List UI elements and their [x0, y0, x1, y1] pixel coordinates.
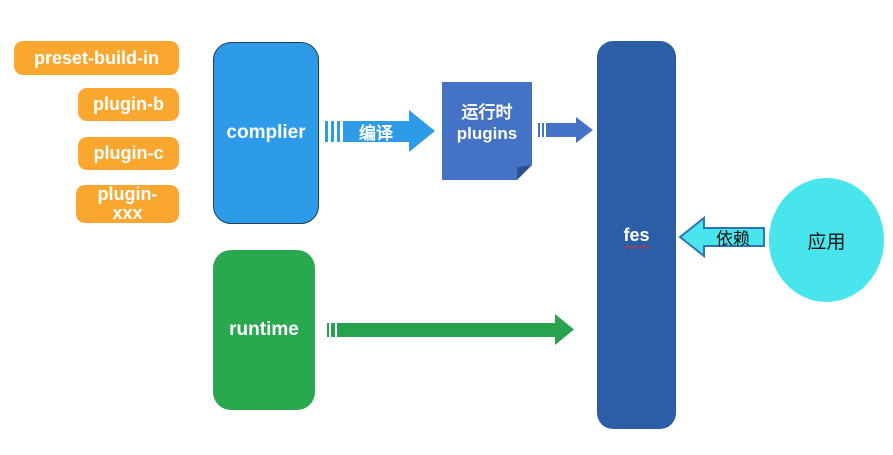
node-plugin-xxx: plugin-xxx: [76, 185, 179, 223]
node-runtime: runtime: [213, 250, 315, 410]
arrow-stripe: [538, 123, 540, 137]
arrow-stripe: [542, 123, 544, 137]
node-runtime-plugins-label-en: plugins: [456, 124, 518, 143]
node-plugin-b-label: plugin-b: [93, 94, 164, 114]
node-app: 应用: [769, 178, 884, 302]
node-complier-label: complier: [226, 122, 306, 143]
node-runtime-plugins-label-zh: 运行时: [461, 103, 513, 122]
arrow-compile: 编译: [325, 110, 435, 152]
arrow-runtime-to-fes: [327, 314, 574, 345]
arrow-compile-label: 编译: [359, 123, 393, 143]
node-preset-build-in: preset-build-in: [14, 41, 179, 75]
node-fes: fes: [597, 41, 676, 429]
arrow-right-head: [409, 110, 435, 152]
node-fes-label: fes: [623, 224, 650, 245]
arrow-depend: 依赖: [678, 215, 766, 259]
node-runtime-label: runtime: [229, 319, 299, 340]
left-block-arrow-shape: [678, 215, 765, 259]
arrow-plugins-to-fes: [538, 117, 593, 143]
arrow-stripe: [327, 322, 329, 337]
node-plugin-c: plugin-c: [78, 137, 179, 170]
arrow-stripe: [337, 120, 340, 142]
folded-corner-flap: [517, 165, 532, 180]
arrow-depend-label: 依赖: [716, 229, 750, 249]
arrow-right-head: [576, 117, 593, 143]
arrow-right-head: [555, 314, 574, 345]
arrow-plugins-to-fes-shaft: [546, 123, 576, 137]
node-runtime-plugins: 运行时 plugins: [442, 82, 532, 180]
arrow-stripe: [325, 120, 328, 142]
node-complier: complier: [213, 42, 319, 224]
node-plugin-b: plugin-b: [78, 88, 179, 121]
arrow-compile-shaft: 编译: [343, 120, 409, 143]
arrow-stripe: [331, 322, 335, 337]
node-plugin-c-label: plugin-c: [93, 143, 164, 163]
node-plugin-xxx-label: plugin-xxx: [97, 184, 158, 223]
arrow-stripe: [331, 120, 334, 142]
arrow-runtime-to-fes-shaft: [337, 322, 555, 337]
node-preset-build-in-label: preset-build-in: [34, 47, 159, 68]
node-app-label: 应用: [807, 231, 846, 253]
